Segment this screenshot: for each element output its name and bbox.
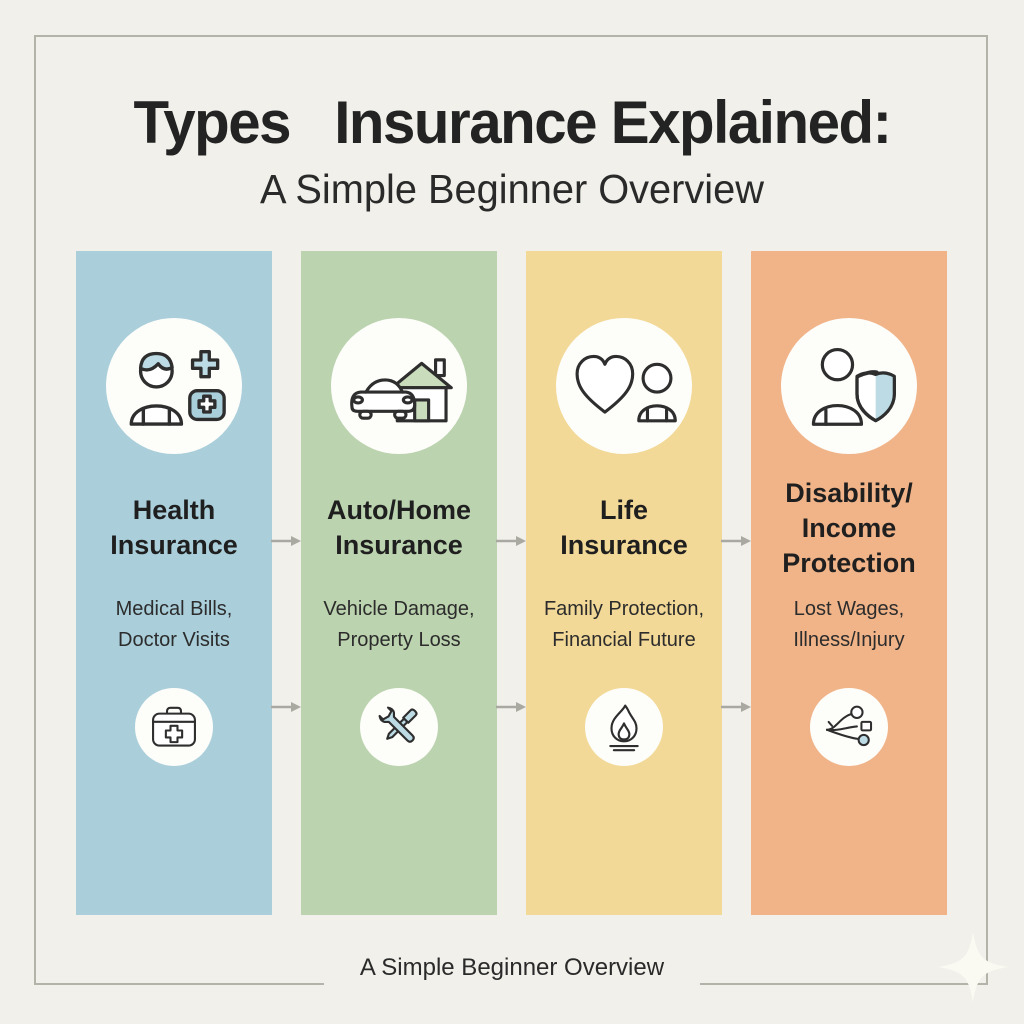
health-insurance-title: Health Insurance bbox=[110, 495, 238, 560]
health-bottom-icon-circle bbox=[135, 688, 213, 766]
column-health-insurance: Health Insurance Medical Bills, Doctor V… bbox=[76, 251, 272, 915]
disability-insurance-description: Lost Wages, Illness/Injury bbox=[793, 598, 905, 651]
person-shield-icon bbox=[811, 347, 896, 426]
heart-person-icon bbox=[575, 354, 677, 423]
disability-icon-circle bbox=[781, 318, 917, 454]
crossed-tools-icon bbox=[378, 706, 418, 743]
auto-home-insurance-description: Vehicle Damage, Property Loss bbox=[323, 598, 475, 651]
life-bottom-icon-circle bbox=[585, 688, 663, 766]
health-icon-circle bbox=[106, 318, 242, 454]
person-medical-cross-icon bbox=[129, 349, 226, 426]
insurance-columns: Health Insurance Medical Bills, Doctor V… bbox=[76, 251, 947, 915]
auto-home-bottom-icon-circle bbox=[360, 688, 438, 766]
car-house-icon bbox=[350, 358, 453, 423]
branch-network-icon bbox=[825, 705, 873, 747]
disability-insurance-title: Disability/ Income Protection bbox=[782, 477, 916, 578]
arrow-right-icon bbox=[721, 701, 751, 713]
arrow-right-icon bbox=[496, 535, 526, 547]
footer-caption: A Simple Beginner Overview bbox=[323, 948, 701, 988]
sparkle-icon bbox=[938, 932, 1008, 1002]
auto-home-insurance-title: Auto/Home Insurance bbox=[327, 495, 471, 560]
flame-icon bbox=[609, 704, 639, 752]
column-disability-income-protection: Disability/ Income Protection Lost Wages… bbox=[751, 251, 947, 915]
arrow-right-icon bbox=[271, 535, 301, 547]
life-icon-circle bbox=[556, 318, 692, 454]
auto-home-icon-circle bbox=[331, 318, 467, 454]
life-insurance-description: Family Protection, Financial Future bbox=[543, 598, 705, 651]
arrow-right-icon bbox=[721, 535, 751, 547]
page-title: Types Insurance Explained: bbox=[133, 89, 892, 156]
arrow-right-icon bbox=[271, 701, 301, 713]
page-subtitle: A Simple Beginner Overview bbox=[259, 166, 764, 212]
arrow-right-icon bbox=[496, 701, 526, 713]
first-aid-kit-icon bbox=[152, 706, 196, 747]
life-insurance-title: Life Insurance bbox=[560, 495, 688, 560]
health-insurance-description: Medical Bills, Doctor Visits bbox=[115, 598, 233, 651]
column-life-insurance: Life Insurance Family Protection, Financ… bbox=[526, 251, 722, 915]
column-auto-home-insurance: Auto/Home Insurance Vehicle Damage, Prop… bbox=[301, 251, 497, 915]
disability-bottom-icon-circle bbox=[810, 688, 888, 766]
